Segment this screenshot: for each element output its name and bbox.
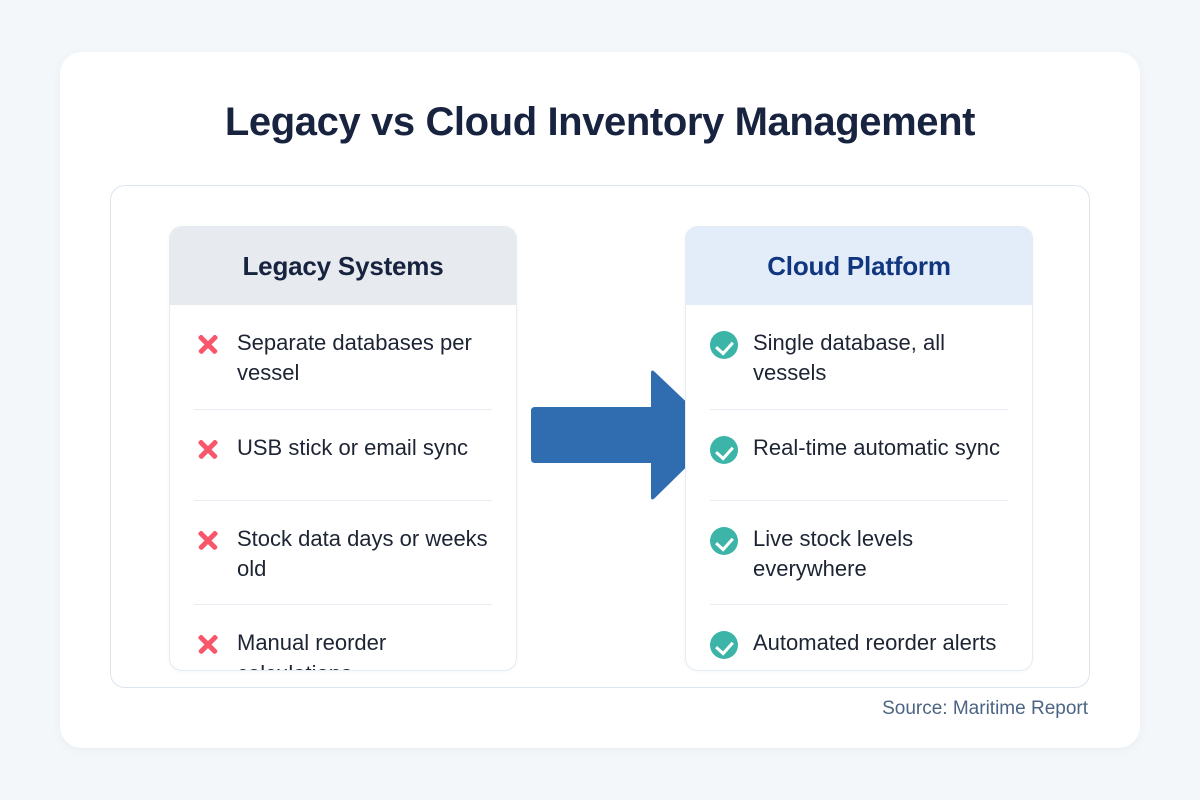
legacy-column: Legacy Systems Separate databases per ve… — [169, 226, 517, 671]
cloud-item-list: Single database, all vessels Real-time a… — [686, 305, 1032, 670]
list-item-label: Single database, all vessels — [753, 330, 946, 386]
list-item-label: Automated reorder alerts — [753, 630, 997, 656]
list-item: Single database, all vessels — [710, 305, 1008, 410]
legacy-column-heading: Legacy Systems — [170, 227, 516, 305]
content-card: Legacy vs Cloud Inventory Management Leg… — [60, 52, 1140, 748]
comparison-panel: Legacy Systems Separate databases per ve… — [110, 185, 1090, 688]
list-item: Stock data days or weeks old — [194, 501, 492, 606]
list-item: Separate databases per vessel — [194, 305, 492, 410]
check-circle-icon — [710, 435, 738, 464]
check-circle-icon — [710, 631, 738, 660]
list-item-label: Manual reorder calculations — [237, 630, 387, 670]
check-circle-icon — [710, 526, 738, 555]
list-item-label: Separate databases per vessel — [237, 330, 472, 386]
cross-icon — [194, 330, 222, 358]
list-item-label: USB stick or email sync — [237, 434, 469, 460]
list-item-label: Real-time automatic sync — [753, 434, 1000, 460]
legacy-item-list: Separate databases per vessel USB stick … — [170, 305, 516, 670]
page-title: Legacy vs Cloud Inventory Management — [224, 100, 976, 144]
list-item: USB stick or email sync — [194, 410, 492, 501]
list-item: Manual reorder calculations — [194, 605, 492, 670]
list-item: Live stock levels everywhere — [710, 501, 1008, 606]
cross-icon — [194, 526, 222, 554]
cloud-column-heading: Cloud Platform — [686, 227, 1032, 305]
source-note: Source: Maritime Report — [882, 698, 1088, 719]
right-arrow-icon — [531, 369, 721, 501]
cloud-column: Cloud Platform Single database, all vess… — [685, 226, 1033, 671]
list-item: Automated reorder alerts — [710, 605, 1008, 670]
cross-icon — [194, 630, 222, 658]
list-item-label: Stock data days or weeks old — [237, 525, 488, 582]
list-item-label: Live stock levels everywhere — [753, 525, 914, 582]
list-item: Real-time automatic sync — [710, 410, 1008, 501]
comparison-columns: Legacy Systems Separate databases per ve… — [111, 186, 1089, 687]
cross-icon — [194, 435, 222, 463]
check-circle-icon — [710, 331, 738, 359]
